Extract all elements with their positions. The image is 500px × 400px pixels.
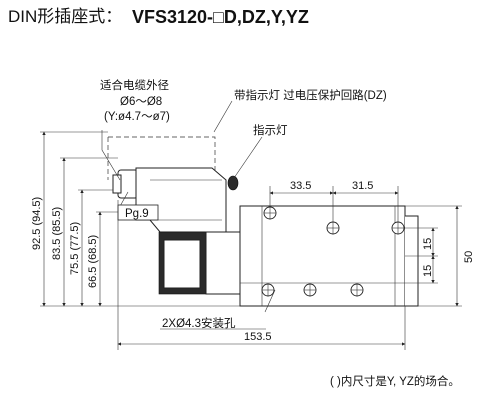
dim-right-15-upper: 15 xyxy=(422,238,434,250)
mounting-holes-label: 2XØ4.3安装孔 xyxy=(162,316,236,330)
dim-h1: 92.5 (94.5) xyxy=(31,197,43,250)
dim-h3: 75.5 (77.5) xyxy=(69,222,81,275)
dim-right-15-lower: 15 xyxy=(422,265,434,277)
valve-outline xyxy=(107,136,419,307)
title-prefix: DIN形插座式： xyxy=(8,7,122,26)
cable-diameter-std: Ø6～Ø8 xyxy=(120,96,162,108)
pg-label: Pg.9 xyxy=(125,208,149,220)
cable-diameter-label: 适合电缆外径 xyxy=(100,78,169,92)
dim-overall-length: 153.5 xyxy=(244,331,272,343)
dim-h4: 66.5 (68.5) xyxy=(87,235,99,288)
dim-top-right: 31.5 xyxy=(352,180,373,192)
left-dimensions: 92.5 (94.5) 83.5 (85.5) 75.5 (77.5) 66.5… xyxy=(31,131,240,307)
right-dimensions: 15 15 50 xyxy=(405,205,475,307)
cable-diameter-y: (Y:ø4.7～ø7) xyxy=(104,111,170,123)
top-dimensions: 33.5 31.5 xyxy=(269,180,399,222)
led-surge-label: 带指示灯 过电压保护回路(DZ) xyxy=(234,88,387,102)
footnote: ( )内尺寸是Y, YZ的场合。 xyxy=(330,374,460,388)
dim-top-left: 33.5 xyxy=(290,180,311,192)
overall-length-dimension: 153.5 xyxy=(117,200,406,350)
indicator-light-label: 指示灯 xyxy=(253,123,288,137)
dim-h2: 83.5 (85.5) xyxy=(51,207,63,260)
title-model: VFS3120-□D,DZ,Y,YZ xyxy=(132,7,309,27)
dim-right-50: 50 xyxy=(463,251,475,263)
